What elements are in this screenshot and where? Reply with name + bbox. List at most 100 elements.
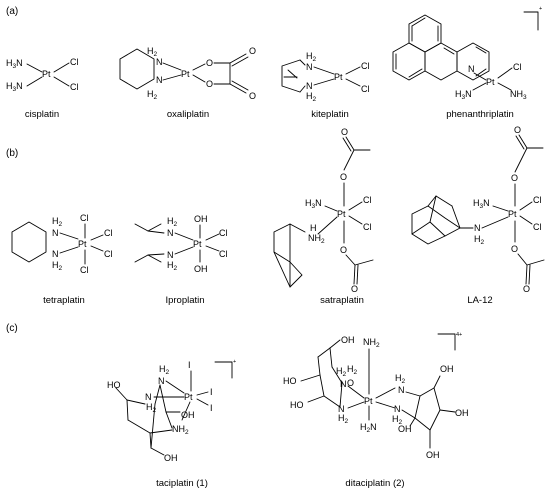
svg-text:Cl: Cl: [80, 213, 89, 223]
svg-text:N: N: [474, 223, 481, 233]
svg-text:I: I: [210, 387, 213, 397]
structure-ditaciplatin: OH HO HO H2 N N H2 H2 O NH2 Pt H2N H2 N …: [283, 332, 469, 460]
svg-text:Cl: Cl: [363, 222, 372, 232]
label-la12: LA-12: [467, 295, 492, 306]
svg-text:O: O: [511, 244, 518, 254]
svg-text:H2: H2: [336, 366, 347, 378]
svg-text:Cl: Cl: [80, 265, 89, 275]
svg-text:Cl: Cl: [219, 228, 228, 238]
charge-ditaciplatin: 4+: [456, 332, 462, 338]
svg-text:O: O: [206, 79, 213, 89]
svg-text:N: N: [338, 404, 345, 414]
panel-label-c: (c): [6, 323, 18, 334]
structure-oxaliplatin: H2 N N H2 Pt O O O O: [119, 46, 256, 101]
svg-text:O: O: [340, 172, 347, 182]
svg-text:H2: H2: [147, 46, 158, 58]
svg-text:O: O: [249, 91, 256, 101]
svg-text:N: N: [394, 404, 401, 414]
pt-atom: Pt: [42, 69, 51, 79]
svg-text:H2: H2: [52, 216, 63, 228]
svg-text:H3N: H3N: [6, 81, 23, 93]
svg-text:H2: H2: [474, 234, 485, 246]
svg-text:H2: H2: [147, 89, 158, 101]
svg-text:H: H: [310, 223, 317, 233]
svg-text:Pt: Pt: [364, 396, 373, 406]
svg-text:Cl: Cl: [70, 57, 79, 67]
svg-text:Cl: Cl: [104, 228, 113, 238]
structure-iproplatin: H2 N N H2 Pt OH OH Cl Cl: [134, 214, 228, 274]
svg-text:OH: OH: [194, 264, 208, 274]
svg-text:O: O: [351, 284, 358, 294]
svg-text:Pt: Pt: [184, 392, 193, 402]
svg-text:N: N: [52, 249, 59, 259]
svg-text:NH2: NH2: [363, 337, 380, 349]
svg-text:N: N: [156, 75, 163, 85]
svg-text:H3N: H3N: [455, 89, 472, 101]
svg-text:N: N: [468, 64, 475, 74]
svg-text:Cl: Cl: [361, 61, 370, 71]
svg-text:HO: HO: [107, 380, 121, 390]
svg-text:H2: H2: [167, 216, 178, 228]
label-oxaliplatin: oxaliplatin: [167, 109, 209, 120]
svg-text:O: O: [206, 58, 213, 68]
svg-text:Cl: Cl: [513, 62, 522, 72]
charge-phenanthriplatin: +: [539, 6, 542, 12]
svg-text:H3N: H3N: [305, 198, 322, 210]
svg-text:OH: OH: [194, 214, 208, 224]
svg-text:N: N: [52, 228, 59, 238]
svg-text:H2: H2: [159, 364, 170, 376]
label-phenanthriplatin: phenanthriplatin: [446, 109, 514, 120]
label-iproplatin: Iproplatin: [165, 295, 204, 306]
svg-text:H2: H2: [392, 414, 403, 426]
svg-text:H3N: H3N: [6, 58, 23, 70]
svg-text:OH: OH: [181, 410, 195, 420]
svg-text:OH: OH: [164, 453, 178, 463]
svg-text:H2: H2: [395, 373, 406, 385]
svg-text:NH2: NH2: [172, 424, 189, 436]
label-taciplatin: taciplatin (1): [156, 478, 208, 489]
svg-text:N: N: [145, 392, 152, 402]
svg-text:H3N: H3N: [473, 198, 490, 210]
svg-text:O: O: [249, 46, 256, 56]
svg-text:N: N: [156, 57, 163, 67]
svg-text:OH: OH: [341, 335, 355, 345]
structure-taciplatin: H2 N N H2 Pt I I I NH2 HO OH OH +: [107, 359, 236, 463]
svg-text:H2N: H2N: [360, 422, 377, 434]
svg-text:O: O: [340, 245, 347, 255]
structure-satraplatin: O O Pt Cl Cl H3N H NH2 O O: [273, 127, 374, 294]
svg-text:H2: H2: [338, 413, 349, 425]
svg-text:N: N: [398, 385, 405, 395]
svg-text:OH: OH: [426, 450, 440, 460]
svg-text:N: N: [340, 379, 347, 389]
svg-text:NH3: NH3: [510, 89, 527, 101]
panel-label-a: (a): [6, 6, 18, 17]
svg-text:H2: H2: [306, 51, 317, 63]
svg-text:Pt: Pt: [193, 239, 202, 249]
structure-phenanthriplatin: N Pt Cl NH3 H3N +: [392, 6, 542, 101]
label-satraplatin: satraplatin: [320, 295, 364, 306]
svg-text:Pt: Pt: [486, 77, 495, 87]
panel-label-b: (b): [6, 148, 18, 159]
svg-text:H2: H2: [52, 260, 63, 272]
structure-cisplatin: H3N H3N Pt Cl Cl: [6, 57, 79, 93]
svg-text:Cl: Cl: [104, 249, 113, 259]
svg-text:OH: OH: [440, 364, 454, 374]
svg-text:O: O: [347, 378, 354, 388]
structure-tetraplatin: H2 N N H2 Pt Cl Cl Cl Cl: [11, 213, 113, 275]
svg-text:Cl: Cl: [70, 82, 79, 92]
svg-text:H2: H2: [347, 364, 358, 376]
svg-text:OH: OH: [398, 424, 412, 434]
label-tetraplatin: tetraplatin: [43, 295, 85, 306]
structure-kiteplatin: H2 N N H2 Pt Cl Cl: [281, 51, 370, 103]
svg-text:O: O: [523, 284, 530, 294]
svg-text:N: N: [167, 228, 174, 238]
svg-text:Cl: Cl: [219, 249, 228, 259]
label-ditaciplatin: ditaciplatin (2): [345, 478, 404, 489]
svg-text:Cl: Cl: [533, 222, 542, 232]
svg-text:I: I: [188, 360, 191, 370]
svg-text:HO: HO: [290, 400, 304, 410]
svg-text:H2: H2: [306, 91, 317, 103]
label-cisplatin: cisplatin: [25, 109, 59, 120]
svg-text:O: O: [341, 127, 348, 137]
svg-text:Cl: Cl: [363, 195, 372, 205]
